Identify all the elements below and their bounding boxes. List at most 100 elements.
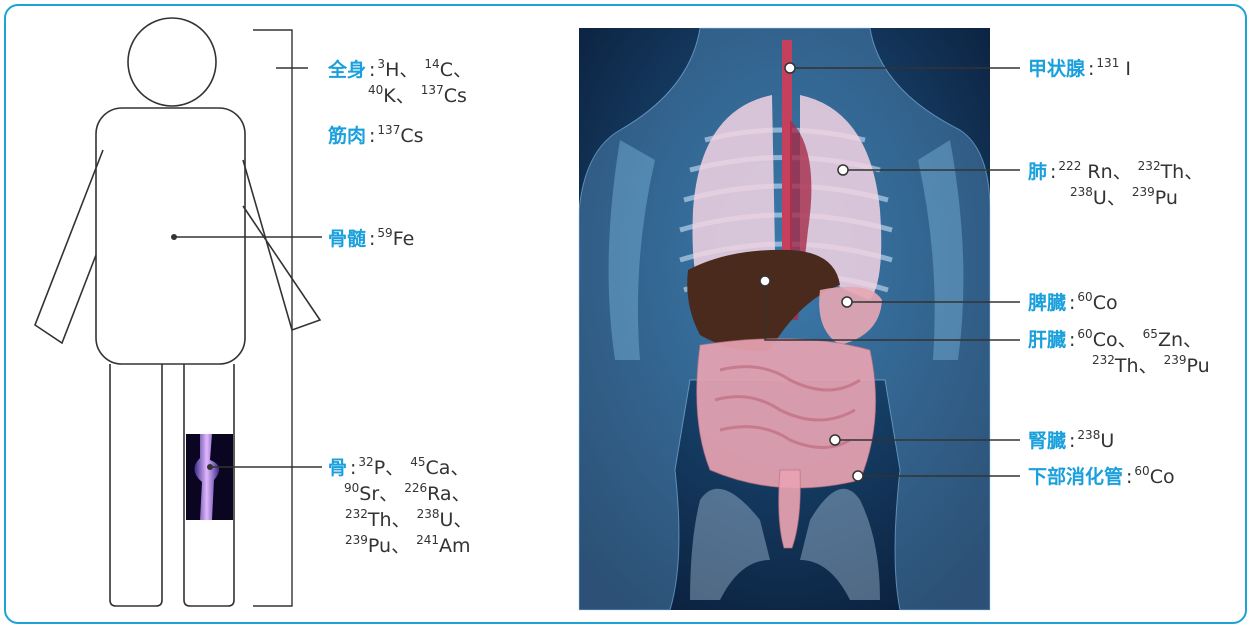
left-arm-outline xyxy=(35,150,103,343)
mass-number: 232 xyxy=(1138,159,1161,173)
body-outline xyxy=(35,18,320,606)
separator: : xyxy=(1069,329,1075,351)
organ-name: 腎臓 xyxy=(1028,430,1066,452)
isotope-line: 40K、 137Cs xyxy=(328,83,472,109)
mass-number: 65 xyxy=(1143,327,1158,341)
mass-number: 232 xyxy=(345,507,368,521)
element-symbol: Pu、 xyxy=(368,535,410,557)
bone-dot xyxy=(207,464,213,470)
isotope-line: 甲状腺:131 I xyxy=(1028,56,1131,82)
isotope-line: 239Pu、 241Am xyxy=(328,533,472,559)
isotope-line: 骨髄:59Fe xyxy=(328,226,414,252)
height-bracket xyxy=(253,30,308,606)
mass-number: 137 xyxy=(421,83,444,97)
separator: : xyxy=(1126,466,1132,488)
separator: : xyxy=(1069,430,1075,452)
left-leg-outline xyxy=(110,364,162,606)
element-symbol: P、 xyxy=(374,457,404,479)
isotope-line: 骨:32P、 45Ca、 xyxy=(328,455,472,481)
label-kidney: 腎臓:238U xyxy=(1028,428,1114,454)
mass-number: 45 xyxy=(410,455,425,469)
separator: : xyxy=(1069,292,1075,314)
label-muscle: 筋肉:137Cs xyxy=(328,123,424,149)
label-spleen: 脾臓:60Co xyxy=(1028,290,1118,316)
right-arm-outline xyxy=(243,160,320,330)
element-symbol: Fe xyxy=(393,228,415,250)
mass-number: 238 xyxy=(417,507,440,521)
label-bone-marrow: 骨髄:59Fe xyxy=(328,226,414,252)
torso-outline xyxy=(96,108,245,364)
mass-number: 137 xyxy=(377,123,400,137)
isotope-line: 腎臓:238U xyxy=(1028,428,1114,454)
element-symbol: Rn、 xyxy=(1081,161,1131,183)
mass-number: 40 xyxy=(368,83,383,97)
organ-name: 骨 xyxy=(328,457,347,479)
anatomy-illustration xyxy=(579,28,990,610)
separator: : xyxy=(1088,58,1094,80)
isotope-line: 全身:3H、 14C、 xyxy=(328,57,472,83)
bone-marrow-dot xyxy=(171,234,177,240)
mass-number: 90 xyxy=(344,481,359,495)
kidney-dot xyxy=(830,435,840,445)
mass-number: 232 xyxy=(1092,353,1115,367)
mass-number: 59 xyxy=(377,226,392,240)
element-symbol: U、 xyxy=(1093,187,1126,209)
spleen-dot xyxy=(842,297,852,307)
isotope-line: 238U、 239Pu xyxy=(1028,185,1203,211)
separator: : xyxy=(350,457,356,479)
element-symbol: Pu xyxy=(1187,355,1210,377)
element-symbol: Co xyxy=(1150,466,1175,488)
isotope-line: 筋肉:137Cs xyxy=(328,123,424,149)
element-symbol: Co、 xyxy=(1093,329,1137,351)
organ-name: 筋肉 xyxy=(328,125,366,147)
mass-number: 60 xyxy=(1077,290,1092,304)
mass-number: 14 xyxy=(424,57,439,71)
thyroid-dot xyxy=(785,63,795,73)
separator: : xyxy=(369,125,375,147)
head-outline xyxy=(128,18,216,106)
element-symbol: Cs xyxy=(400,125,423,147)
mass-number: 241 xyxy=(416,533,439,547)
element-symbol: Th、 xyxy=(1161,161,1204,183)
mass-number: 60 xyxy=(1134,464,1149,478)
element-symbol: Sr、 xyxy=(359,483,398,505)
element-symbol: I xyxy=(1119,58,1131,80)
isotope-line: 肺:222 Rn、 232Th、 xyxy=(1028,159,1203,185)
lower-gi-dot xyxy=(853,471,863,481)
mass-number: 239 xyxy=(1164,353,1187,367)
separator: : xyxy=(369,228,375,250)
organ-name: 下部消化管 xyxy=(1028,466,1123,488)
element-symbol: Zn、 xyxy=(1158,329,1202,351)
element-symbol: Ca、 xyxy=(426,457,470,479)
organ-name: 脾臓 xyxy=(1028,292,1066,314)
element-symbol: U xyxy=(1100,430,1114,452)
label-liver: 肝臓:60Co、 65Zn、232Th、 239Pu xyxy=(1028,327,1210,379)
separator: : xyxy=(1050,161,1056,183)
mass-number: 226 xyxy=(404,481,427,495)
label-lung: 肺:222 Rn、 232Th、238U、 239Pu xyxy=(1028,159,1203,211)
label-whole-body: 全身:3H、 14C、40K、 137Cs xyxy=(328,57,472,109)
knee-xray-image xyxy=(186,434,233,520)
element-symbol: Pu xyxy=(1155,187,1178,209)
element-symbol: U、 xyxy=(440,509,473,531)
mass-number: 222 xyxy=(1058,159,1081,173)
element-symbol: K、 xyxy=(383,85,414,107)
mass-number: 131 xyxy=(1096,56,1119,70)
element-symbol: Am xyxy=(439,535,471,557)
element-symbol: Co xyxy=(1093,292,1118,314)
element-symbol: Ra、 xyxy=(427,483,470,505)
mass-number: 238 xyxy=(1070,185,1093,199)
organ-name: 骨髄 xyxy=(328,228,366,250)
mass-number: 32 xyxy=(358,455,373,469)
label-lower-gi: 下部消化管:60Co xyxy=(1028,464,1175,490)
isotope-line: 下部消化管:60Co xyxy=(1028,464,1175,490)
mass-number: 239 xyxy=(345,533,368,547)
organ-name: 肝臓 xyxy=(1028,329,1066,351)
isotope-line: 脾臓:60Co xyxy=(1028,290,1118,316)
element-symbol: C、 xyxy=(440,59,472,81)
mass-number: 239 xyxy=(1132,185,1155,199)
isotope-line: 肝臓:60Co、 65Zn、 xyxy=(1028,327,1210,353)
organ-name: 全身 xyxy=(328,59,366,81)
element-symbol: Th、 xyxy=(1115,355,1158,377)
element-symbol: Th、 xyxy=(368,509,411,531)
